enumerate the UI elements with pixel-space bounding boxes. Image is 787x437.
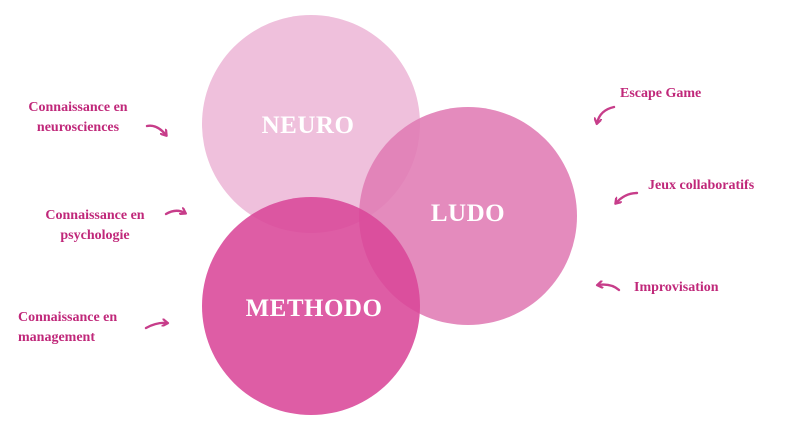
ludo-label: LUDO bbox=[430, 200, 506, 227]
arrow-neurosciences-icon bbox=[145, 124, 166, 135]
arrow-escape-game-icon bbox=[597, 105, 616, 123]
left-item-line2: management bbox=[18, 330, 95, 345]
neuro-circle bbox=[202, 15, 420, 233]
arrow-management-icon bbox=[144, 323, 167, 330]
left-item-line1: Connaissance en bbox=[28, 100, 128, 115]
left-item-line2: psychologie bbox=[60, 228, 130, 243]
methodo-circle bbox=[202, 197, 420, 415]
right-item-improvisation: Improvisation bbox=[634, 280, 719, 295]
left-item-line1: Connaissance en bbox=[18, 310, 118, 325]
methodo-label: METHODO bbox=[245, 295, 383, 322]
arrow-improvisation-icon bbox=[598, 285, 621, 292]
right-item-escape-game: Escape Game bbox=[620, 86, 702, 101]
right-item-jeux-collaboratifs: Jeux collaboratifs bbox=[648, 178, 755, 193]
arrow-psychologie-icon bbox=[164, 211, 185, 216]
left-item-line1: Connaissance en bbox=[45, 208, 145, 223]
left-item-psychologie: Connaissance en psychologie bbox=[34, 206, 156, 246]
arrow-jeux-collaboratifs-icon bbox=[616, 191, 639, 203]
neuro-label: NEURO bbox=[261, 112, 355, 139]
left-item-neurosciences: Connaissance en neurosciences bbox=[18, 98, 138, 138]
left-item-management: Connaissance en management bbox=[18, 308, 142, 348]
left-item-line2: neurosciences bbox=[36, 120, 120, 135]
